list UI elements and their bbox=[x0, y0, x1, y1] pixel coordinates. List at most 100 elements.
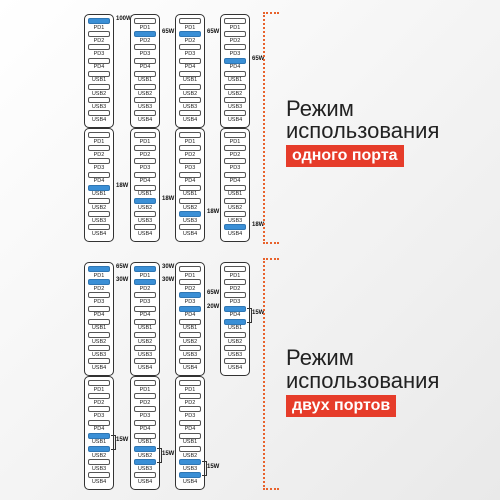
dual-panel-4-label-usb1: USB1 bbox=[227, 325, 243, 332]
single-panel-5-port-usb2 bbox=[88, 198, 110, 204]
single-panel-6-label-usb2: USB2 bbox=[137, 204, 153, 211]
dual-panel-1-label-usb1: USB1 bbox=[91, 325, 107, 332]
dual-panel-6-label-pd2: PD2 bbox=[139, 399, 151, 406]
dual-panel-3-label-pd4: PD4 bbox=[184, 312, 196, 319]
single-panel-7-port-pd4 bbox=[179, 171, 201, 178]
single-panel-2-watt-1: 65W bbox=[162, 29, 175, 36]
single-panel-8-label-pd1: PD1 bbox=[229, 138, 241, 145]
dual-panel-6-label-usb3: USB3 bbox=[137, 465, 153, 472]
single-panel-5-port-pd3 bbox=[88, 158, 110, 165]
single-panel-6-label-pd2: PD2 bbox=[139, 151, 151, 158]
single-panel-8-label-pd3: PD3 bbox=[229, 164, 241, 171]
dual-panel-3-label-pd3: PD3 bbox=[184, 298, 196, 305]
single-panel-1-label-usb4: USB4 bbox=[91, 116, 107, 123]
dual-panel-3-port-pd2 bbox=[179, 279, 201, 286]
dual-panel-6-port-pd3 bbox=[134, 406, 156, 413]
single-panel-5-port-pd1 bbox=[88, 132, 110, 138]
single-panel-3-label-pd2: PD2 bbox=[184, 37, 196, 44]
dual-panel-7-label-pd2: PD2 bbox=[184, 399, 196, 406]
dual-panel-1-label-pd2: PD2 bbox=[93, 285, 105, 292]
dual-panel-1-port-usb2 bbox=[88, 332, 110, 338]
dual-panel-4-port-pd4 bbox=[224, 305, 246, 312]
single-panel-5-port-usb3 bbox=[88, 211, 110, 218]
single-panel-7-label-usb1: USB1 bbox=[182, 191, 198, 198]
dual-panel-7-label-usb1: USB1 bbox=[182, 439, 198, 446]
single-panel-4-label-usb4: USB4 bbox=[227, 116, 243, 123]
single-panel-8-port-usb2 bbox=[224, 198, 246, 204]
single-panel-4-label-pd1: PD1 bbox=[229, 24, 241, 31]
dual-panel-3-port-pd1 bbox=[179, 266, 201, 272]
single-panel-4-port-usb2 bbox=[224, 84, 246, 90]
dual-panel-1-port-usb1 bbox=[88, 318, 110, 325]
dual-panel-4-label-pd1: PD1 bbox=[229, 272, 241, 279]
dual-panel-2-label-usb4: USB4 bbox=[137, 364, 153, 371]
single-panel-6-port-pd3 bbox=[134, 158, 156, 165]
single-panel-3-port-pd4 bbox=[179, 57, 201, 64]
dual-panel-6-port-usb4 bbox=[134, 472, 156, 479]
single-panel-1-watt-1: 100W bbox=[116, 16, 132, 22]
dual-panel-5-label-pd1: PD1 bbox=[93, 386, 105, 393]
mode-dual-highlight: двух портов bbox=[286, 395, 397, 417]
single-panel-8-label-pd4: PD4 bbox=[229, 178, 241, 185]
single-panel-1-port-pd3 bbox=[88, 44, 110, 51]
single-panel-1-label-usb3: USB3 bbox=[91, 103, 107, 110]
single-panel-5-port-pd4 bbox=[88, 171, 110, 178]
dual-panel-7-label-pd4: PD4 bbox=[184, 426, 196, 433]
mode-dual-line1: Режим bbox=[286, 345, 354, 370]
dual-panel-1-label-usb3: USB3 bbox=[91, 351, 107, 358]
single-panel-6-port-usb3 bbox=[134, 211, 156, 218]
dual-panel-4-port-usb1 bbox=[224, 318, 246, 325]
dual-panel-1-port-pd4 bbox=[88, 305, 110, 312]
single-panel-7-port-usb4 bbox=[179, 224, 201, 231]
dual-panel-2-watt-1: 30W bbox=[162, 264, 175, 270]
single-panel-5-label-pd1: PD1 bbox=[93, 138, 105, 145]
dual-panel-2-port-pd2 bbox=[134, 279, 156, 286]
single-panel-4-port-pd3 bbox=[224, 44, 246, 51]
dual-panel-4-port-pd3 bbox=[224, 292, 246, 299]
dual-panel-7-bracket bbox=[202, 461, 207, 477]
single-panel-1-port-usb1 bbox=[88, 70, 110, 77]
dual-panel-5-label-usb3: USB3 bbox=[91, 465, 107, 472]
single-panel-1-label-pd4: PD4 bbox=[93, 64, 105, 71]
single-panel-4-label-usb3: USB3 bbox=[227, 103, 243, 110]
dual-panel-4-bracket bbox=[247, 307, 252, 323]
dual-panel-6-port-pd1 bbox=[134, 380, 156, 386]
single-panel-5-port-pd2 bbox=[88, 145, 110, 152]
single-panel-4-port-usb4 bbox=[224, 110, 246, 117]
single-panel-6-port-usb2 bbox=[134, 198, 156, 204]
dual-panel-3-port-usb1 bbox=[179, 318, 201, 325]
single-panel-1-label-pd1: PD1 bbox=[93, 24, 105, 31]
single-panel-2-port-usb4 bbox=[134, 110, 156, 117]
dual-panel-4-port-usb2 bbox=[224, 332, 246, 338]
single-panel-5-label-pd3: PD3 bbox=[93, 164, 105, 171]
dotted-line-dual bbox=[263, 258, 265, 490]
single-panel-4-port-pd4 bbox=[224, 57, 246, 64]
single-panel-6-port-pd4 bbox=[134, 171, 156, 178]
dual-panel-6-port-usb1 bbox=[134, 432, 156, 439]
dual-panel-1-port-pd2 bbox=[88, 279, 110, 286]
dual-panel-2-port-pd4 bbox=[134, 305, 156, 312]
dual-panel-7-port-pd3 bbox=[179, 406, 201, 413]
single-panel-2-label-usb3: USB3 bbox=[137, 103, 153, 110]
dual-panel-2-port-pd1 bbox=[134, 266, 156, 272]
single-panel-1-port-pd1 bbox=[88, 18, 110, 24]
dual-panel-6-watt-1: 15W bbox=[162, 450, 175, 457]
dual-panel-5-port-usb4 bbox=[88, 472, 110, 479]
single-panel-8-port-pd4 bbox=[224, 171, 246, 178]
dotted-bottom-single bbox=[263, 242, 279, 244]
dual-panel-7-label-pd3: PD3 bbox=[184, 412, 196, 419]
single-panel-7-label-pd4: PD4 bbox=[184, 178, 196, 185]
dual-panel-7-label-usb2: USB2 bbox=[182, 452, 198, 459]
single-panel-1-port-usb3 bbox=[88, 97, 110, 104]
single-panel-2-port-pd4 bbox=[134, 57, 156, 64]
dual-panel-1-label-usb2: USB2 bbox=[91, 338, 107, 345]
dual-panel-1-port-usb4 bbox=[88, 358, 110, 365]
single-panel-6-port-usb4 bbox=[134, 224, 156, 231]
single-panel-6-port-usb1 bbox=[134, 184, 156, 191]
dual-panel-1-label-usb4: USB4 bbox=[91, 364, 107, 371]
single-panel-2-label-pd3: PD3 bbox=[139, 50, 151, 57]
dual-panel-6-label-usb4: USB4 bbox=[137, 478, 153, 485]
single-panel-4-watt-1: 65W bbox=[252, 55, 265, 62]
